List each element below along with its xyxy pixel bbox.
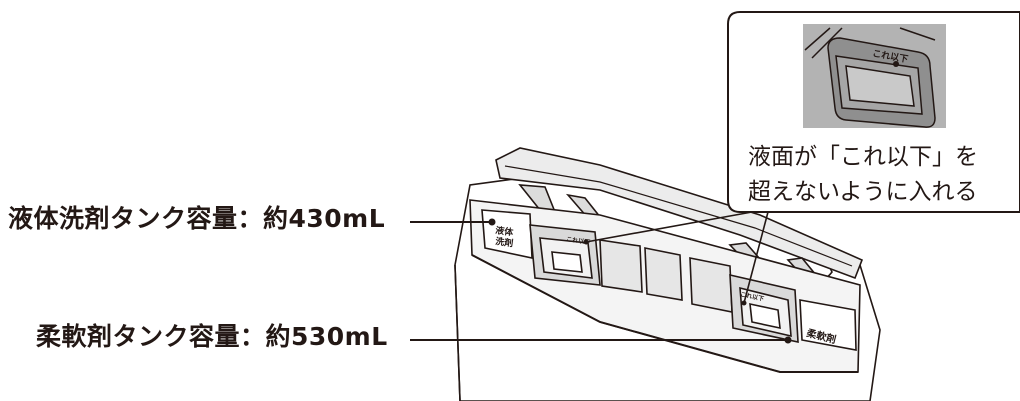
limit-mark-liquid: これ以下 — [566, 235, 591, 246]
callout-line-1: 液面が「これ以下」を — [748, 144, 978, 170]
liquid-detergent-capacity-label: 液体洗剤タンク容量：約430mL — [8, 204, 386, 233]
softener-tank: 柔軟剤 — [799, 299, 857, 351]
softener-capacity-label: 柔軟剤タンク容量：約530mL — [36, 322, 388, 351]
liquid-tank-mark: 液体 — [495, 224, 515, 239]
svg-text:洗剤: 洗剤 — [495, 235, 515, 249]
callout-zoom-illustration: これ以下 — [803, 24, 946, 128]
middle-compartments — [599, 239, 733, 313]
leader-lines — [410, 211, 792, 344]
liquid-tank-cup: これ以下 — [529, 224, 601, 286]
callout-text: 液面が「これ以下」を 超えないように入れる — [748, 140, 978, 210]
callout-line-2: 超えないように入れる — [748, 179, 978, 205]
